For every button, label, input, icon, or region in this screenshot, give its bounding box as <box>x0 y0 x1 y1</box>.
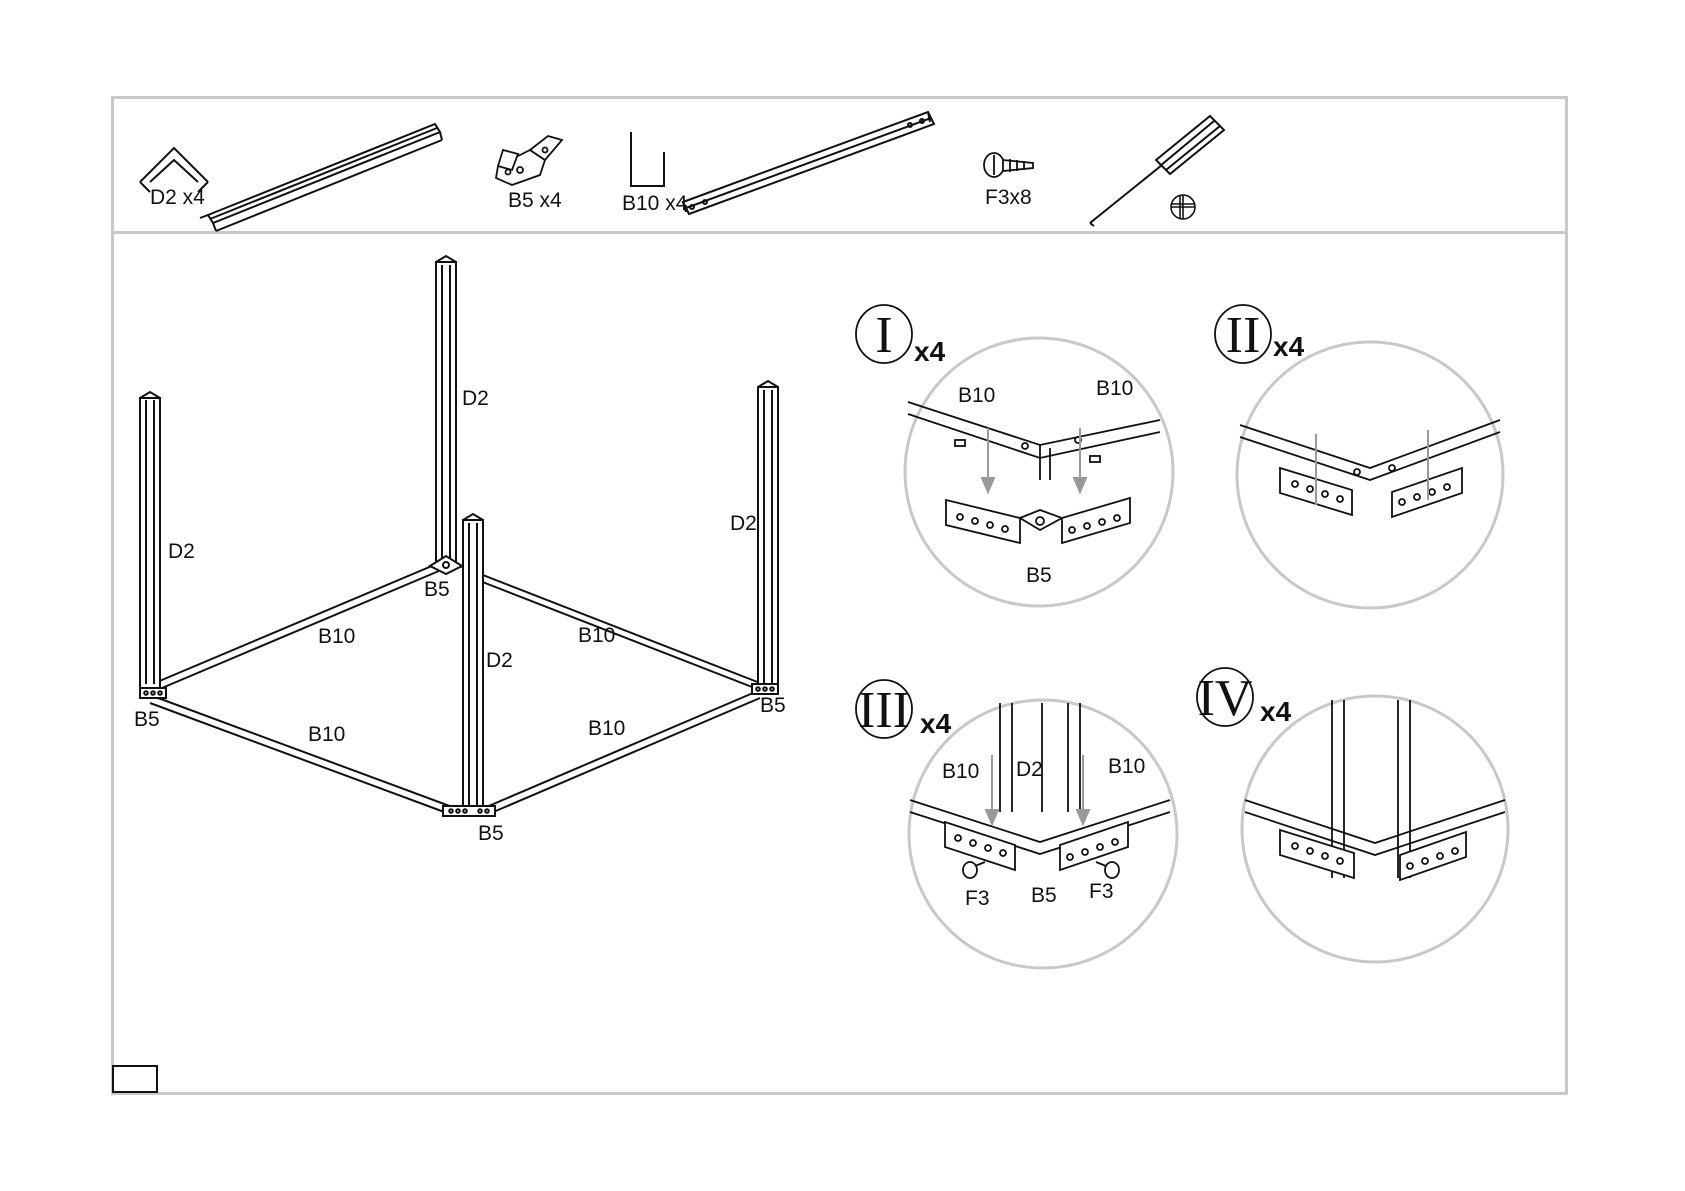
step-4-detail-circle <box>1242 696 1508 962</box>
f3-part-label: F3x8 <box>985 186 1032 209</box>
step-2: II x4 <box>1215 305 1503 608</box>
screw-icon <box>984 153 1033 177</box>
step-1-label-b10-right: B10 <box>1096 377 1133 400</box>
b5-part-label: B5 x4 <box>508 189 562 212</box>
label-d2-front: D2 <box>486 649 513 672</box>
b5-bracket-back <box>430 556 462 574</box>
d2-upright-front <box>463 514 483 812</box>
step-4: IV x4 <box>1197 668 1508 962</box>
b5-bracket-left <box>140 688 166 698</box>
step-2-detail-circle <box>1237 342 1503 608</box>
b5-bracket-front <box>443 806 495 816</box>
label-b5-front: B5 <box>478 822 504 845</box>
step-3-label-b5: B5 <box>1031 884 1057 907</box>
d2-upright-left <box>140 392 160 688</box>
step-3-label-f3-right: F3 <box>1089 880 1114 903</box>
step-4-count: x4 <box>1260 696 1292 727</box>
phillips-symbol-icon <box>1171 195 1195 219</box>
label-b5-left: B5 <box>134 708 160 731</box>
b10-rail <box>683 112 934 214</box>
step-3-count: x4 <box>920 708 952 739</box>
step-3-label-b10-left: B10 <box>942 760 979 783</box>
label-b5-back: B5 <box>424 578 450 601</box>
bracket-icon <box>496 136 562 185</box>
step-2-count: x4 <box>1273 331 1305 362</box>
part-b5 <box>496 136 562 185</box>
step-3-numeral: III <box>858 682 910 739</box>
step-3-label-f3-left: F3 <box>965 887 990 910</box>
step-1-label-b10-left: B10 <box>958 384 995 407</box>
screwdriver-icon <box>1090 116 1224 226</box>
step-3-label-d2: D2 <box>1016 758 1043 781</box>
main-frame-drawing <box>140 256 778 816</box>
step-3: III x4 B10 D2 B10 F3 <box>856 680 1177 968</box>
step-3-label-b10-right: B10 <box>1108 755 1145 778</box>
d2-rail <box>200 124 442 231</box>
step-1-numeral: I <box>875 307 892 364</box>
b10-rail-back-left <box>150 560 446 688</box>
step-4-numeral: IV <box>1198 670 1253 727</box>
label-d2-right: D2 <box>730 512 757 535</box>
b5-bracket-right <box>752 684 778 694</box>
step-1-label-b5: B5 <box>1026 564 1052 587</box>
b10-rail-front-right <box>484 690 760 816</box>
label-b5-right: B5 <box>760 694 786 717</box>
label-b10-front-left: B10 <box>308 723 345 746</box>
part-d2 <box>140 124 442 231</box>
d2-upright-right <box>758 381 778 687</box>
step-1-count: x4 <box>914 336 946 367</box>
d2-part-label: D2 x4 <box>150 186 205 209</box>
d2-upright-back <box>436 256 456 562</box>
channel-profile-icon <box>631 132 664 186</box>
b10-rail-front-left <box>150 695 455 816</box>
b10-part-label: B10 x4 <box>622 192 688 215</box>
label-d2-back: D2 <box>462 387 489 410</box>
step-1: I x4 B10 B10 B5 <box>856 305 1173 606</box>
label-b10-back-left: B10 <box>318 625 355 648</box>
label-b10-back-right: B10 <box>578 624 615 647</box>
label-d2-left: D2 <box>168 540 195 563</box>
label-b10-front-right: B10 <box>588 717 625 740</box>
step-2-numeral: II <box>1226 307 1261 364</box>
